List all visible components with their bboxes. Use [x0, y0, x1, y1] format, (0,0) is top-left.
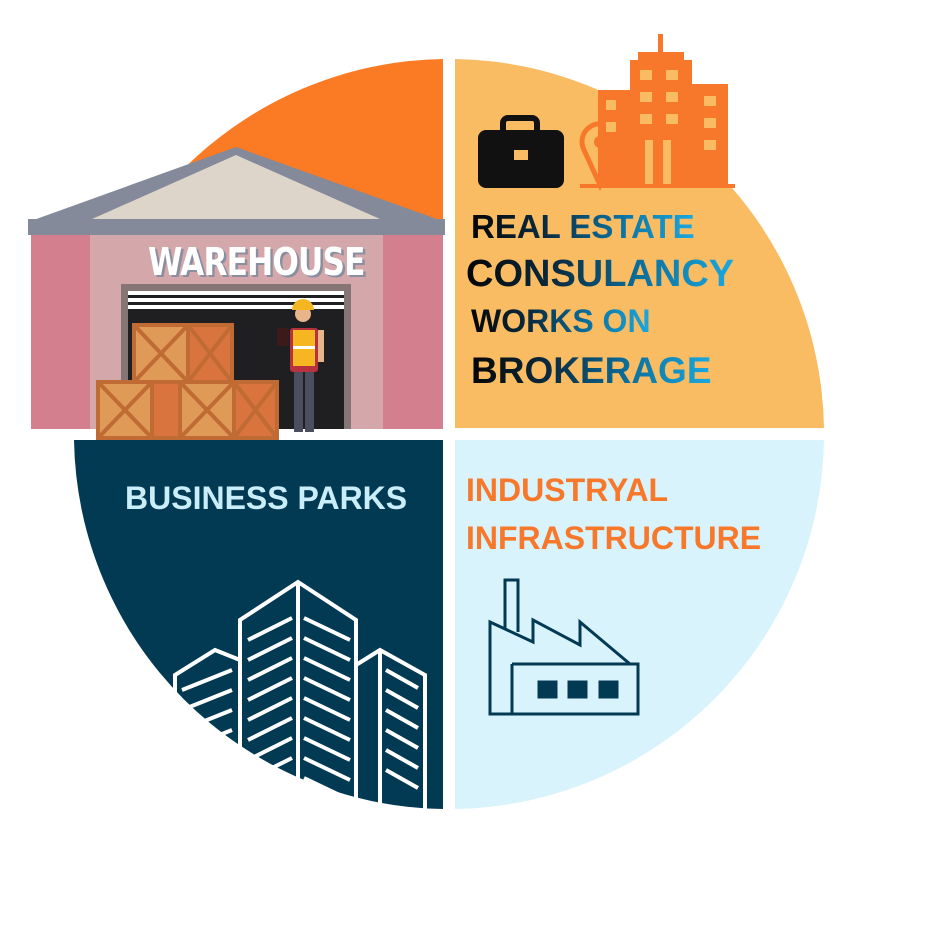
warehouse-sign: WAREHOUSE — [148, 240, 365, 284]
warehouse-illustration — [28, 147, 445, 440]
real-estate-line-2: CONSULANCY — [466, 253, 735, 295]
factory-icon — [488, 578, 640, 716]
worker-figure — [277, 299, 324, 432]
quadrant-bottom-right — [455, 440, 824, 809]
real-estate-line-4: BROKERAGE — [471, 350, 712, 391]
business-parks-label: BUSINESS PARKS — [125, 480, 408, 516]
industrial-line-2: INFRASTRUCTURE — [466, 520, 762, 556]
briefcase-icon — [478, 115, 564, 188]
skyscraper-icon — [173, 579, 427, 810]
crates — [96, 323, 279, 440]
industrial-line-1: INDUSTRYAL — [466, 472, 669, 508]
quadrant-bottom-left — [74, 440, 443, 809]
real-estate-line-1: REAL ESTATE — [471, 208, 695, 245]
office-building-icon — [598, 34, 735, 188]
real-estate-line-3: WORKS ON — [471, 303, 651, 339]
